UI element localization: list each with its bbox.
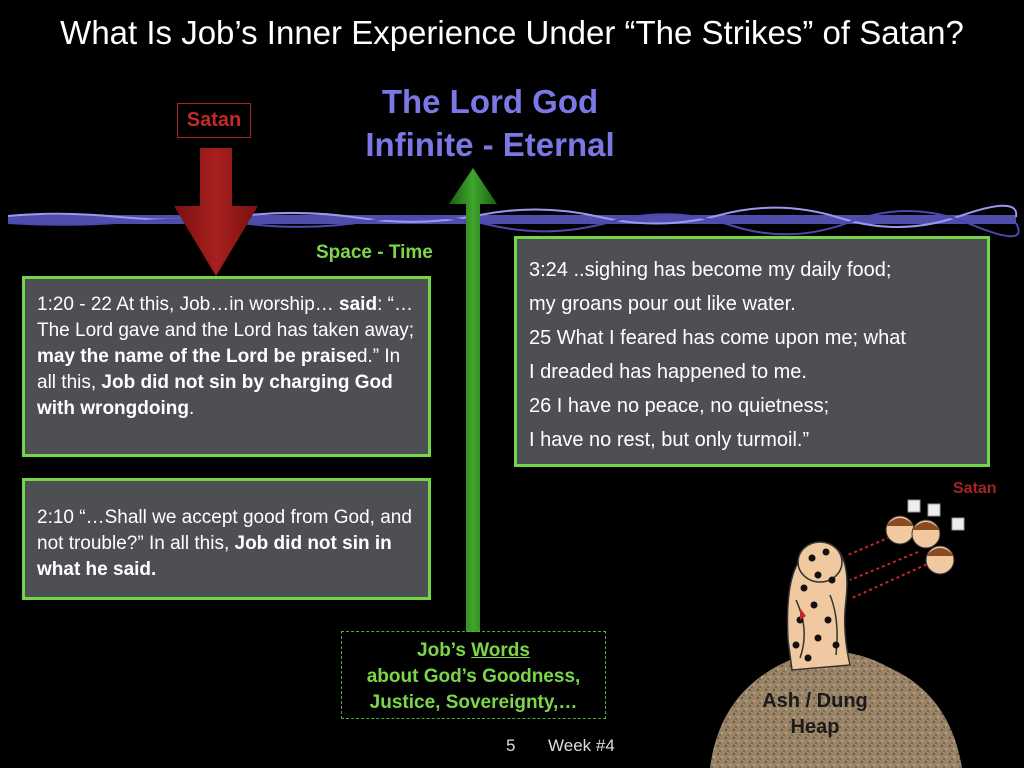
- heading-line-1: The Lord God: [381, 83, 599, 120]
- box2-text-2: Job did not sin in what he said.: [37, 533, 392, 580]
- heap-line-2: Heap: [790, 716, 840, 738]
- box1-text-7: .: [188, 398, 195, 419]
- space-time-divider: [7, 204, 1020, 238]
- accusation-arrows: [847, 536, 933, 599]
- box3-line: 26 I have no peace, no quietness;: [529, 395, 830, 417]
- box1-text-3: : “…The Lord gave and the Lord has taken…: [37, 294, 415, 341]
- words-up-arrow: [449, 168, 497, 632]
- heading-line-2: Infinite - Eternal: [365, 126, 615, 163]
- satan-down-arrow: [174, 148, 258, 276]
- job-illustration: [710, 499, 965, 768]
- box1-text-1: 1:20 - 22 At this, Job…in worship…: [37, 294, 340, 315]
- lord-god-heading: The Lord God Infinite - Eternal: [300, 80, 680, 166]
- words-prefix: Job’s: [417, 640, 472, 661]
- ash-heap: [710, 651, 962, 768]
- friends-heads-icon: [885, 499, 965, 575]
- box1-text-5: d.” In all this,: [37, 346, 401, 393]
- box3-line: I have no rest, but only turmoil.”: [529, 429, 810, 451]
- job-figure-icon: [786, 541, 851, 671]
- words-underlined: Words: [471, 640, 530, 661]
- ash-heap-label: Ash / Dung Heap: [740, 688, 890, 740]
- verse-box-3-24: 3:24 ..sighing has become my daily food;…: [514, 236, 990, 467]
- verse-box-1-20: 1:20 - 22 At this, Job…in worship… said:…: [22, 276, 431, 457]
- verse-box-2-10: 2:10 “…Shall we accept good from God, an…: [22, 478, 431, 600]
- jobs-words-box: Job’s Words about God’s Goodness, Justic…: [341, 631, 606, 719]
- box3-line: 25 What I feared has come upon me; what: [529, 327, 906, 349]
- box3-line: 3:24 ..sighing has become my daily food;: [529, 259, 892, 281]
- words-line-2: about God’s Goodness,: [366, 666, 581, 687]
- words-line-3: Justice, Sovereignty,…: [369, 692, 578, 713]
- box1-text-2: said: [339, 294, 378, 315]
- box2-text-1: 2:10 “…Shall we accept good from God, an…: [37, 507, 412, 554]
- satan-label: Satan: [177, 103, 251, 138]
- week-label: Week #4: [548, 736, 615, 755]
- box3-line: my groans pour out like water.: [529, 293, 796, 315]
- satan-small-label: Satan: [953, 480, 997, 497]
- box1-text-6: Job did not sin by charging God with wro…: [37, 372, 393, 419]
- slide-title: What Is Job’s Inner Experience Under “Th…: [60, 14, 964, 51]
- box1-text-4: may the name of the Lord be praise: [37, 346, 357, 367]
- words-line-1: Job’s Words: [342, 638, 605, 664]
- space-time-label: Space - Time: [316, 242, 433, 263]
- heap-line-1: Ash / Dung: [762, 690, 868, 712]
- slide-number: 5: [506, 736, 516, 755]
- box3-line: I dreaded has happened to me.: [529, 361, 807, 383]
